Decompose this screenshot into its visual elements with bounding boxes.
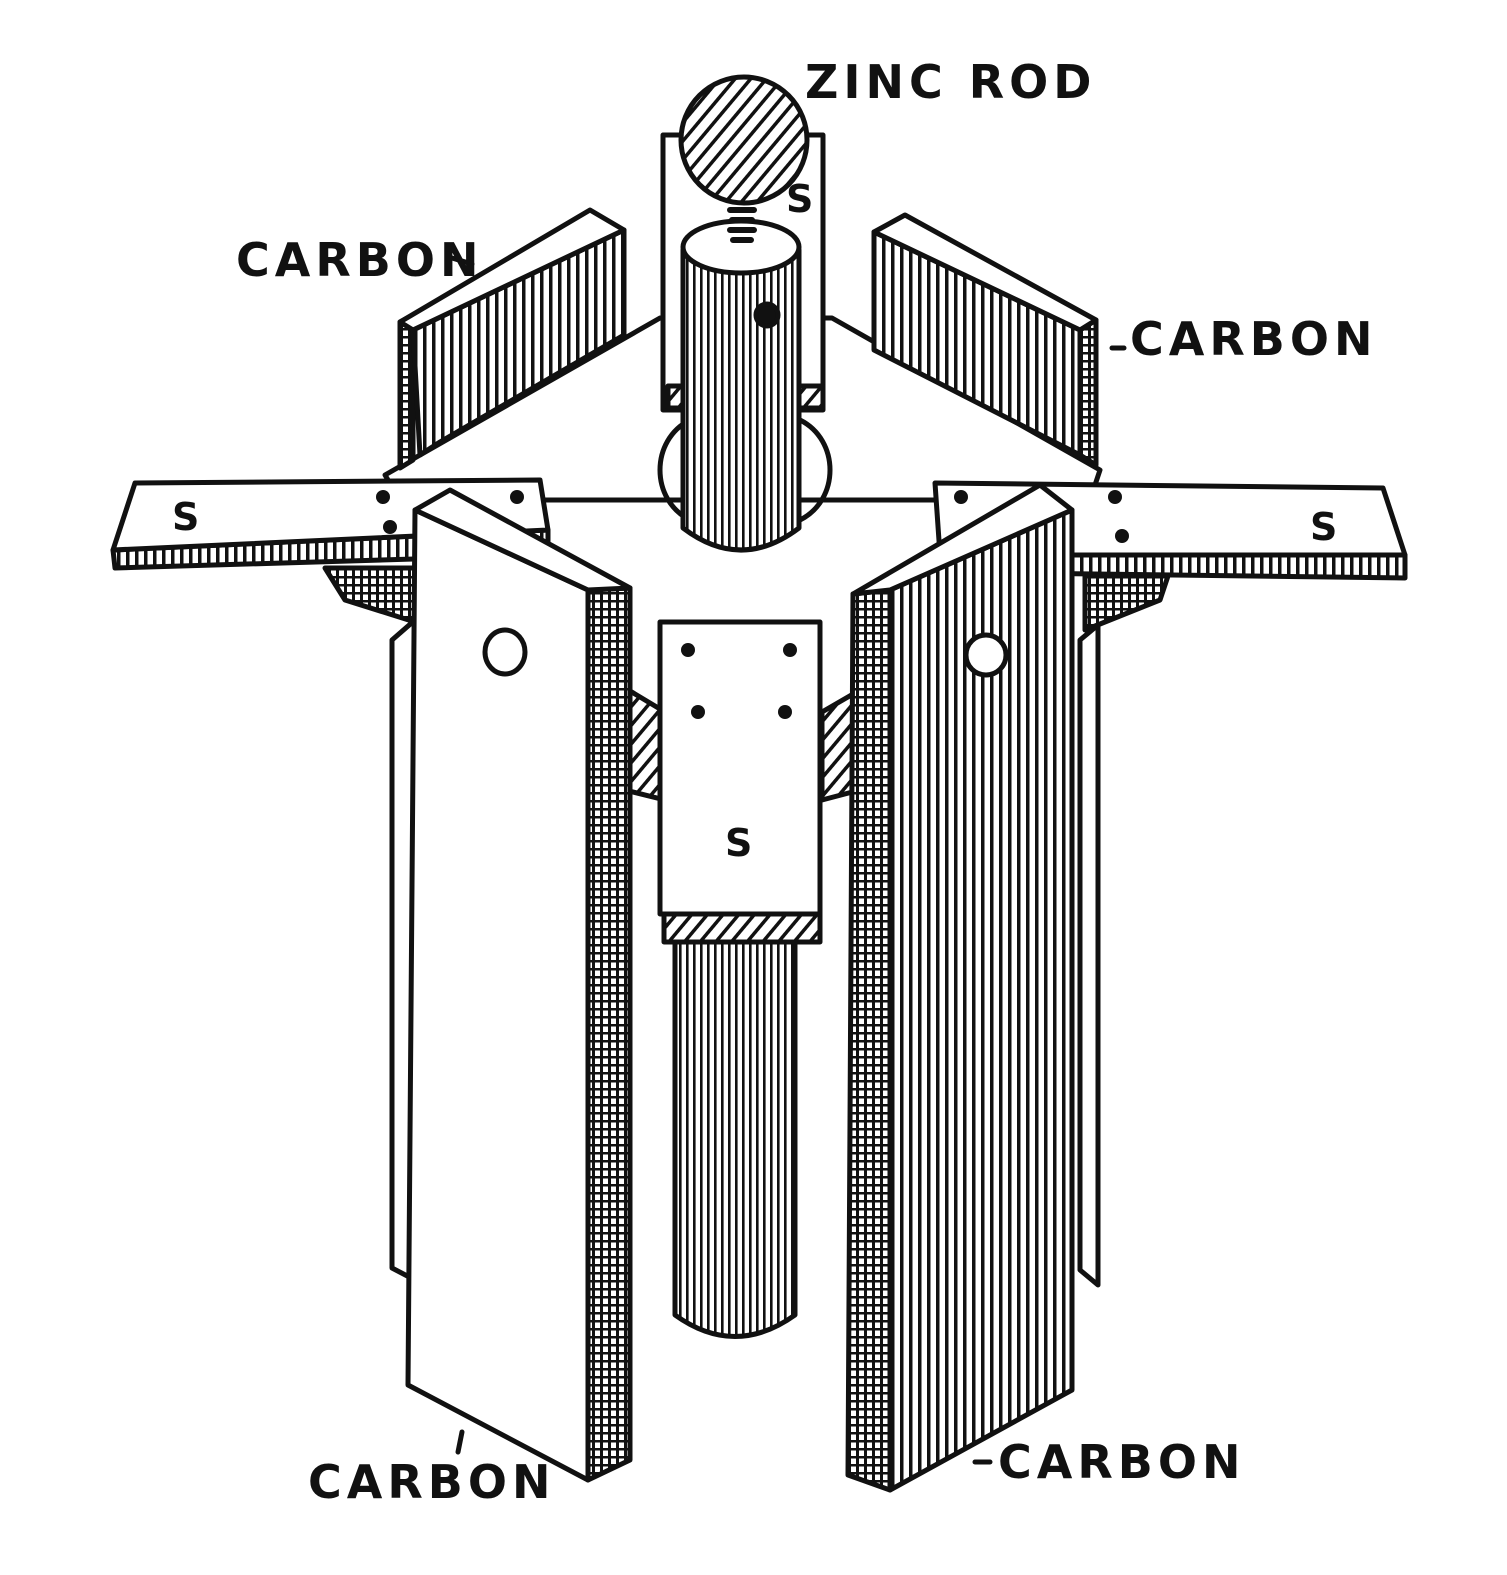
zinc-rod-upper-hole (753, 301, 781, 329)
support-mark-left: S (172, 495, 199, 539)
label-zinc-rod: ZINC ROD (805, 55, 1096, 109)
label-carbon-bottom-left: CARBON (308, 1455, 555, 1509)
support-arm-left-underside (322, 565, 418, 625)
rivet (691, 705, 705, 719)
right-back-strip (1077, 622, 1101, 1288)
center-block (657, 619, 823, 917)
label-carbon-bottom-right: CARBON (998, 1435, 1245, 1489)
rivet (681, 643, 695, 657)
rivet (1115, 529, 1129, 543)
rivet (1108, 490, 1122, 504)
zinc-rod-clip (657, 417, 833, 523)
support-mark-front: S (725, 821, 752, 865)
rivet (376, 490, 390, 504)
carbon-plate-back-left-top (397, 207, 627, 333)
zinc-rod-upper-cylinder (680, 225, 802, 553)
leader-carbon-top-left (449, 255, 475, 267)
rivet (954, 490, 968, 504)
label-carbon-top-right: CARBON (1130, 312, 1377, 366)
zinc-rod-lower-cylinder (672, 925, 798, 1339)
carbon-plate-back-right-top (871, 212, 1099, 333)
carbon-plate-front-right-top (850, 482, 1075, 597)
leader-carbon-bottom-left (455, 1429, 465, 1455)
rivet (383, 520, 397, 534)
support-mark-right: S (1310, 505, 1337, 549)
rivet (783, 643, 797, 657)
carbon-plate-back-right-side (1077, 317, 1099, 468)
carbon-plate-front-left-side (585, 585, 633, 1483)
rivet (778, 705, 792, 719)
plate-hole-right (963, 632, 1009, 678)
rivets (376, 490, 1129, 719)
support-mark-top: S (786, 177, 813, 221)
plate-hole-left (482, 627, 528, 677)
support-arm-right-underside (1082, 567, 1173, 633)
binding-screw-knob (678, 74, 810, 206)
label-carbon-top-left: CARBON (236, 233, 483, 287)
carbon-plate-front-right-side (845, 587, 893, 1493)
carbon-plate-front-left-top (412, 487, 633, 593)
rivet (510, 490, 524, 504)
